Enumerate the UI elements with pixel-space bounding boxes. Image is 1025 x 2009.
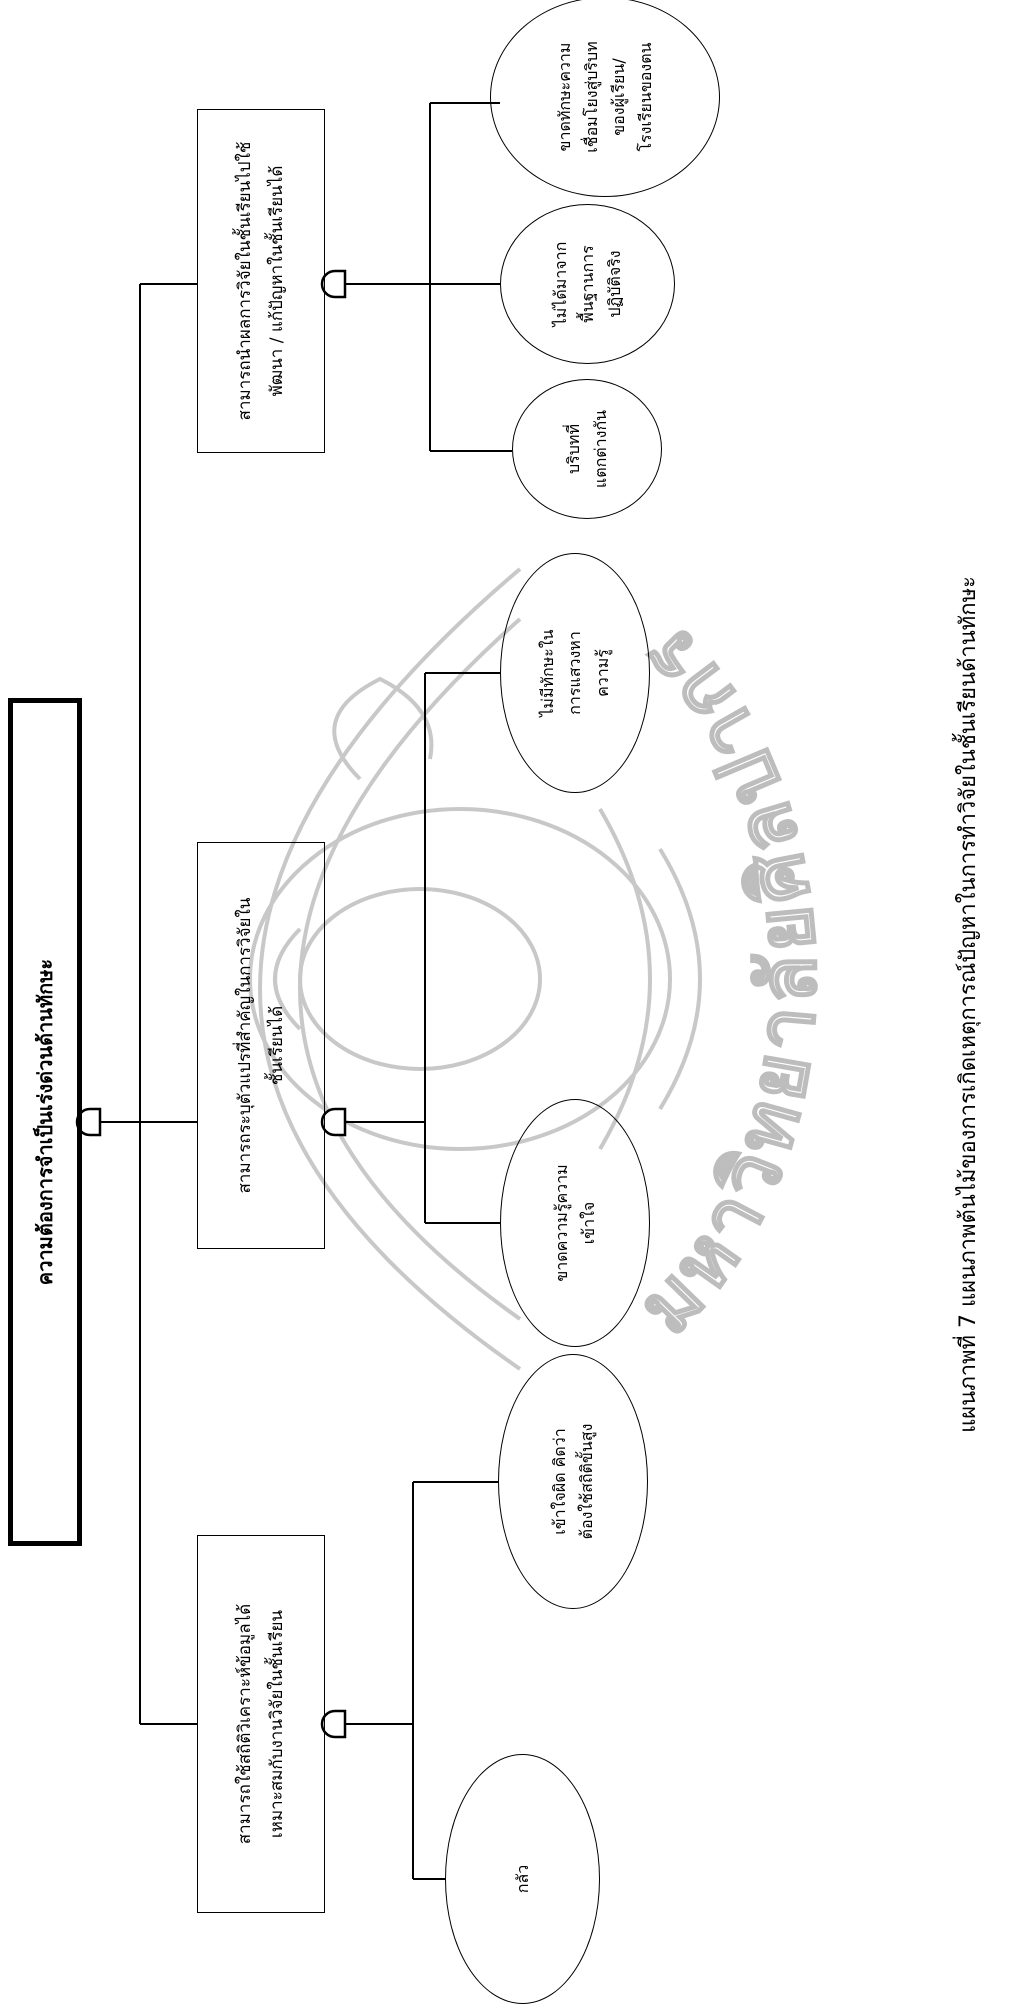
- root-label: ความต้องการจำเป็นเร่งด่วนด้านทักษะ: [33, 958, 57, 1286]
- cause-text-line: เชื่อมโยงสู่บริบท: [581, 41, 601, 153]
- cause-oval-lack-knowledge: ขาดความรู้ความ เข้าใจ: [500, 1099, 650, 1347]
- cause-text-line: ไม่มีทักษะใน: [538, 629, 558, 717]
- branch-label-line: สามารถนำผลการวิจัยในชั้นเรียนไปใช้: [234, 141, 255, 421]
- cause-oval-lack-linking-skill: ขาดทักษะความ เชื่อมโยงสู่บริบท ของผู้เรี…: [490, 0, 720, 197]
- cause-text-line: กลัว: [512, 1864, 532, 1894]
- branch-box-variables: สามารถระบุตัวแปรที่สำคัญในการวิจัยใน ชั้…: [197, 842, 325, 1249]
- branch-box-statistics: สามารถใช้สถิติวิเคราะห์ข้อมูลได้ เหมาะสม…: [197, 1535, 325, 1913]
- root-box: ความต้องการจำเป็นเร่งด่วนด้านทักษะ: [8, 698, 82, 1546]
- cause-text-line: ความรู้: [592, 649, 612, 697]
- cause-oval-fear: กลัว: [445, 1754, 600, 2004]
- cause-oval-not-practice-based: ไม่ได้มาจาก พื้นฐานการ ปฏิบัติจริง: [500, 204, 675, 364]
- cause-text-line: เข้าใจ: [579, 1201, 598, 1245]
- cause-text-line: ต้องใช้สถิติขั้นสูง: [577, 1423, 596, 1540]
- cause-text-line: พื้นฐานการ: [577, 245, 597, 323]
- cause-text-line: แตกต่างกัน: [591, 409, 610, 489]
- branch-label-line: พัฒนา / แก้ปัญหาในชั้นเรียนได้: [267, 165, 287, 397]
- cause-text-line: การแสวงหา: [565, 631, 585, 715]
- cause-oval-different-context: บริบทที่ แตกต่างกัน: [512, 379, 662, 519]
- cause-text-line: ขาดความรู้ความ: [551, 1164, 571, 1282]
- branch-box-application: สามารถนำผลการวิจัยในชั้นเรียนไปใช้ พัฒนา…: [197, 109, 325, 453]
- cause-text-line: ไม่ได้มาจาก: [550, 241, 570, 327]
- cause-text-line: ปฏิบัติจริง: [605, 250, 625, 318]
- cause-oval-no-seeking-skill: ไม่มีทักษะใน การแสวงหา ความรู้: [500, 553, 650, 793]
- figure-caption: แผนภาพที่ 7 แผนภาพต้นไม้ของการเกิดเหตุกา…: [956, 576, 981, 1433]
- branch-label-line: ชั้นเรียนได้: [267, 1005, 287, 1086]
- cause-text-line: ของผู้เรียน/: [609, 58, 628, 136]
- branch-label-line: สามารถใช้สถิติวิเคราะห์ข้อมูลได้: [234, 1603, 255, 1845]
- branch-label-line: เหมาะสมกับงานวิจัยในชั้นเรียน: [267, 1609, 287, 1839]
- cause-text-line: ขาดทักษะความ: [554, 42, 574, 152]
- cause-text-line: โรงเรียนของตน: [636, 42, 656, 152]
- cause-text-line: เข้าใจผิด คิดว่า: [549, 1428, 569, 1535]
- cause-text-line: บริบทที่: [563, 424, 583, 474]
- cause-oval-misunderstanding: เข้าใจผิด คิดว่า ต้องใช้สถิติขั้นสูง: [498, 1354, 648, 1609]
- branch-label-line: สามารถระบุตัวแปรที่สำคัญในการวิจัยใน: [234, 897, 255, 1194]
